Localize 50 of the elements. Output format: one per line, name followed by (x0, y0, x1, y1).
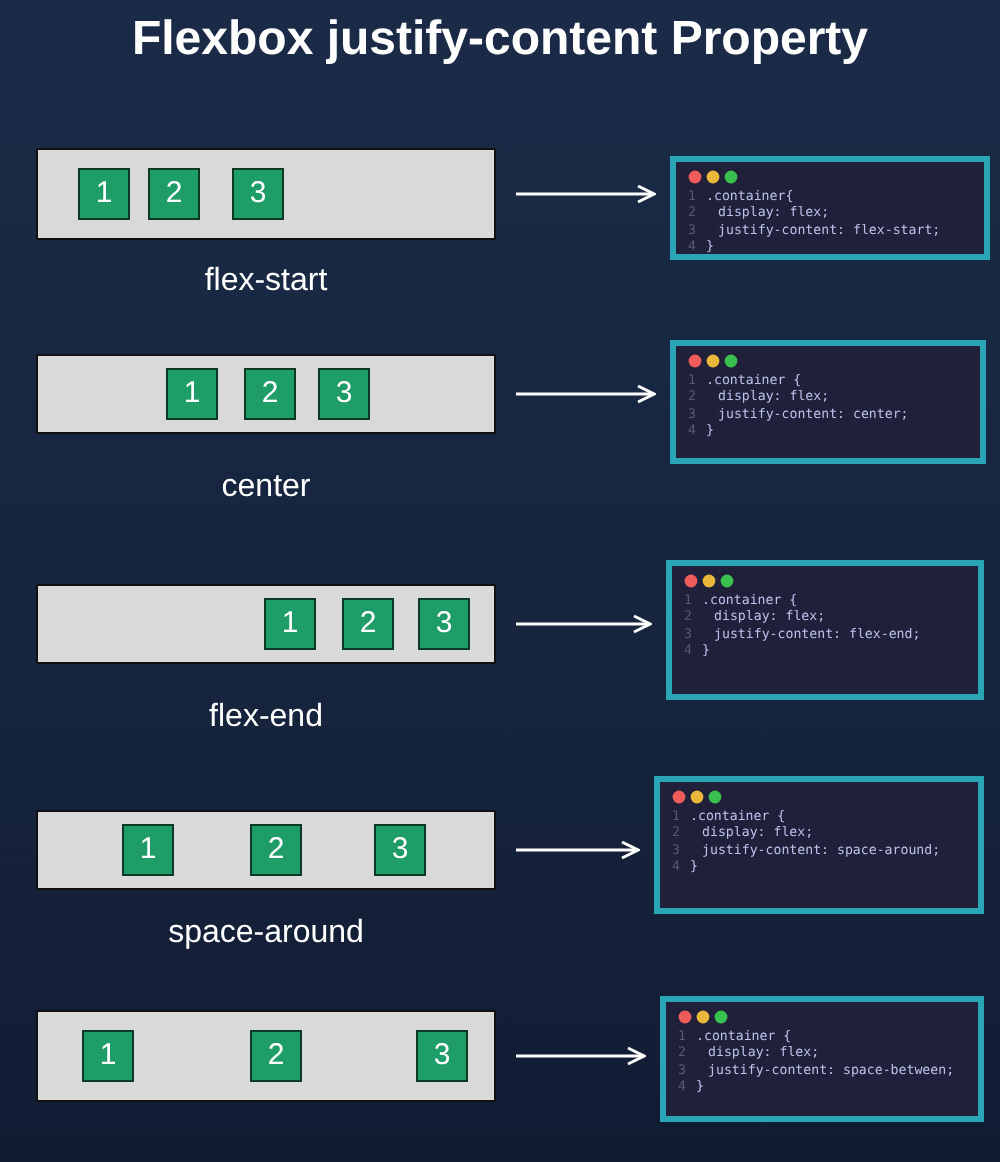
flex-container (36, 1010, 496, 1102)
flex-item (82, 1029, 134, 1081)
flex-item (418, 597, 470, 649)
arrow (516, 614, 652, 634)
item-number: 2 (261, 378, 279, 408)
item-number: 3 (433, 1040, 451, 1070)
code-window (654, 776, 984, 914)
title: Flexbox justify-content Property (129, 12, 871, 68)
flex-item (374, 823, 426, 875)
item-number: 3 (335, 378, 353, 408)
arrow (516, 184, 656, 204)
flex-item (166, 367, 218, 419)
item-number: 2 (359, 608, 377, 638)
item-number: 3 (391, 834, 409, 864)
code-window (670, 156, 990, 260)
item-number: 3 (249, 178, 267, 208)
flex-item (250, 1029, 302, 1081)
flex-item (78, 167, 130, 219)
arrow (516, 1046, 646, 1066)
item-number: 1 (281, 608, 299, 638)
item-number: 3 (435, 608, 453, 638)
flex-item (122, 823, 174, 875)
node-label: center (221, 470, 311, 506)
item-number: 1 (183, 378, 201, 408)
item-number: 1 (99, 1040, 117, 1070)
item-number: 2 (267, 1040, 285, 1070)
item-number: 1 (95, 178, 113, 208)
flex-item (264, 597, 316, 649)
flex-item (416, 1029, 468, 1081)
flex-container (36, 584, 496, 664)
flex-item (244, 367, 296, 419)
flex-item (232, 167, 284, 219)
node-label: flex-start (204, 264, 328, 300)
flex-item (342, 597, 394, 649)
item-number: 1 (139, 834, 157, 864)
flex-item (148, 167, 200, 219)
flex-container (36, 354, 496, 434)
arrow (516, 840, 640, 860)
flex-container (36, 810, 496, 890)
code-window (670, 340, 986, 464)
arrow (516, 384, 656, 404)
code-window (660, 996, 984, 1122)
flex-container (36, 148, 496, 240)
flex-item (318, 367, 370, 419)
flex-item (250, 823, 302, 875)
node-label: flex-end (209, 700, 323, 736)
code-window (666, 560, 984, 700)
item-number: 2 (165, 178, 183, 208)
item-number: 2 (267, 834, 285, 864)
node-label: space-around (168, 916, 364, 952)
